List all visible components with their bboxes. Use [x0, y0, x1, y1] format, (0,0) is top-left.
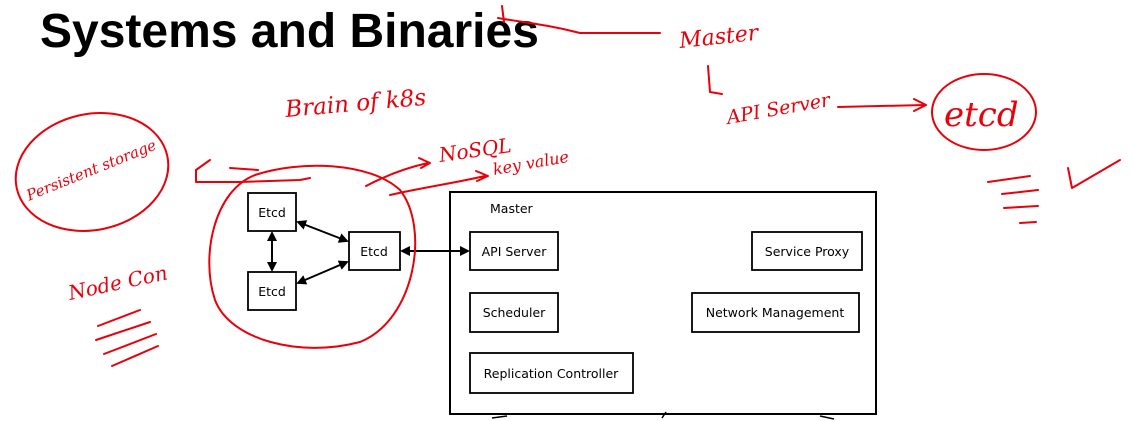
etcd-cluster-circle	[208, 164, 417, 349]
annotation-etcd: etcd	[944, 95, 1019, 135]
replication-controller-label: Replication Controller	[484, 366, 619, 381]
etcd-main-label: Etcd	[360, 244, 388, 259]
master-label: Master	[490, 201, 534, 216]
master-container	[449, 191, 877, 415]
annotation-api-server: API Server	[723, 89, 834, 129]
arrow-etcd-bottom-to-main	[296, 260, 349, 285]
stacked-strokes-right	[987, 175, 1039, 224]
etcd-annotation-circle	[931, 73, 1037, 151]
api-server-label: API Server	[482, 244, 548, 259]
etcd-top-label: Etcd	[258, 205, 286, 220]
node-con-strokes	[95, 309, 159, 367]
api-server-box: API Server	[469, 231, 559, 271]
etcd-bottom-label: Etcd	[258, 284, 286, 299]
checkmark-icon	[1067, 159, 1121, 189]
page-title: Systems and Binaries	[40, 5, 539, 58]
persistent-storage-text: Persistent storage	[23, 136, 159, 205]
service-proxy-label: Service Proxy	[765, 244, 850, 259]
etcd-box-main: Etcd	[348, 231, 401, 271]
bottom-edge-marks	[491, 411, 835, 420]
arrow-etcd-top-to-main	[296, 220, 349, 243]
title-scribble	[497, 5, 661, 34]
network-management-label: Network Management	[706, 305, 845, 320]
annotation-node-con: Node Con	[65, 260, 170, 305]
storage-bracket	[195, 159, 311, 183]
network-management-box: Network Management	[691, 292, 860, 333]
key-value-arrow	[389, 170, 489, 196]
annotation-persistent-storage: Persistent storage	[23, 136, 159, 205]
scheduler-box: Scheduler	[469, 292, 559, 333]
replication-controller-box: Replication Controller	[469, 352, 634, 394]
annotation-brain: Brain of k8s	[283, 85, 427, 123]
master-hook-line	[707, 65, 723, 95]
persistent-storage-circle	[14, 112, 170, 232]
nosql-arrow	[365, 157, 431, 187]
service-proxy-box: Service Proxy	[751, 231, 863, 271]
annotation-master: Master	[677, 21, 761, 54]
api-to-etcd-arrow	[837, 98, 927, 112]
etcd-box-bottom: Etcd	[247, 271, 297, 311]
etcd-box-top: Etcd	[247, 192, 297, 232]
scheduler-label: Scheduler	[483, 305, 546, 320]
